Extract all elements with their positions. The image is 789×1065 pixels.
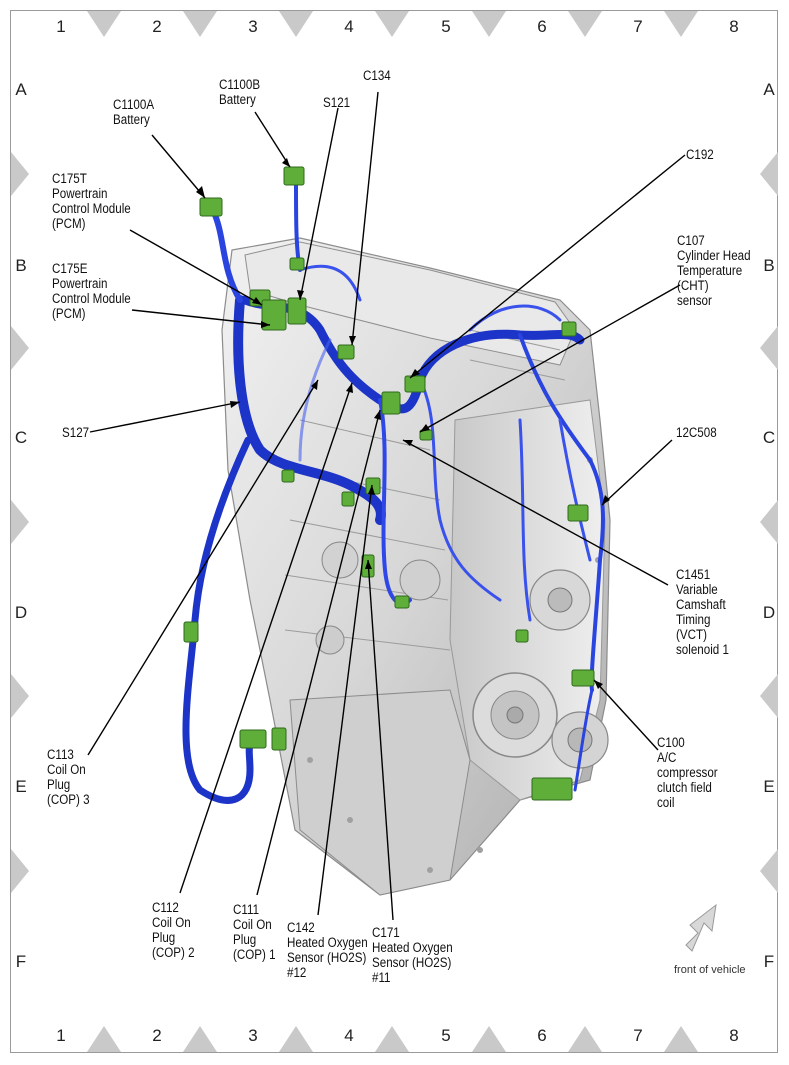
- row-label-left-B: B: [15, 256, 27, 275]
- front-of-vehicle-label: front of vehicle: [674, 964, 746, 976]
- row-label-right-F: F: [763, 952, 775, 971]
- front-of-vehicle-arrow-icon: [685, 903, 717, 952]
- row-label-left-C: C: [14, 428, 28, 447]
- col-label-bottom-4: 4: [344, 1026, 354, 1045]
- callout-c134: C134: [363, 68, 391, 83]
- grid-marker-bottom: [375, 1026, 409, 1052]
- col-label-top-8: 8: [729, 17, 739, 36]
- grid-marker-left: [11, 152, 29, 196]
- callout-s127: S127: [62, 425, 90, 440]
- engine-block: [221, 237, 611, 896]
- grid-marker-top: [87, 11, 121, 37]
- grid-marker-left: [11, 326, 29, 370]
- grid-marker-bottom: [568, 1026, 602, 1052]
- callout-c1451-vct-solenoid: C1451 Variable Camshaft Timing (VCT) sol…: [676, 567, 729, 657]
- row-label-right-A: A: [763, 80, 775, 99]
- grid-marker-right: [760, 500, 778, 544]
- callout-c112-cop2: C112 Coil On Plug (COP) 2: [152, 900, 195, 960]
- grid-marker-top: [183, 11, 217, 37]
- col-label-top-2: 2: [152, 17, 162, 36]
- row-label-right-C: C: [762, 428, 776, 447]
- col-label-bottom-5: 5: [441, 1026, 451, 1045]
- grid-marker-right: [760, 152, 778, 196]
- col-label-top-1: 1: [56, 17, 66, 36]
- grid-marker-top: [568, 11, 602, 37]
- callout-c111-cop1: C111 Coil On Plug (COP) 1: [233, 902, 276, 962]
- grid-marker-left: [11, 500, 29, 544]
- callout-c113-cop3: C113 Coil On Plug (COP) 3: [47, 747, 90, 807]
- grid-marker-right: [760, 849, 778, 893]
- row-label-right-B: B: [763, 256, 775, 275]
- col-label-top-3: 3: [248, 17, 258, 36]
- grid-marker-left: [11, 849, 29, 893]
- leader-lines: [87, 91, 686, 921]
- grid-marker-top: [279, 11, 313, 37]
- callout-c192: C192: [686, 147, 714, 162]
- row-label-left-D: D: [14, 603, 28, 622]
- grid-marker-top: [664, 11, 698, 37]
- grid-marker-top: [375, 11, 409, 37]
- col-label-bottom-6: 6: [537, 1026, 547, 1045]
- callout-c107-cht-sensor: C107 Cylinder Head Temperature (CHT) sen…: [677, 233, 751, 308]
- callout-c100-ac-clutch: C100 A/C compressor clutch field coil: [657, 735, 718, 810]
- callout-12c508: 12C508: [676, 425, 717, 440]
- col-label-bottom-8: 8: [729, 1026, 739, 1045]
- grid-marker-right: [760, 326, 778, 370]
- connectors: [183, 166, 595, 801]
- grid-marker-right: [760, 674, 778, 718]
- leader-arrowheads: [196, 158, 610, 689]
- col-label-bottom-3: 3: [248, 1026, 258, 1045]
- col-label-bottom-1: 1: [56, 1026, 66, 1045]
- col-label-top-4: 4: [344, 17, 354, 36]
- grid-marker-left: [11, 674, 29, 718]
- row-label-right-D: D: [762, 603, 776, 622]
- col-label-bottom-7: 7: [633, 1026, 643, 1045]
- grid-marker-top: [472, 11, 506, 37]
- callout-c1100b-battery: C1100B Battery: [219, 77, 261, 107]
- col-label-bottom-2: 2: [152, 1026, 162, 1045]
- grid-marker-bottom: [664, 1026, 698, 1052]
- row-label-left-E: E: [15, 777, 27, 796]
- wiring-harness: [182, 183, 605, 804]
- row-label-right-E: E: [763, 777, 775, 796]
- row-label-left-F: F: [15, 952, 27, 971]
- row-label-left-A: A: [15, 80, 27, 99]
- callout-c171-ho2s-11: C171 Heated Oxygen Sensor (HO2S) #11: [372, 925, 453, 985]
- col-label-top-5: 5: [441, 17, 451, 36]
- callout-c175t-pcm: C175T Powertrain Control Module (PCM): [52, 171, 131, 231]
- grid-marker-bottom: [279, 1026, 313, 1052]
- grid-marker-bottom: [472, 1026, 506, 1052]
- callout-c175e-pcm: C175E Powertrain Control Module (PCM): [52, 261, 131, 321]
- col-label-top-6: 6: [537, 17, 547, 36]
- callout-c142-ho2s-12: C142 Heated Oxygen Sensor (HO2S) #12: [287, 920, 368, 980]
- callout-c1100a-battery: C1100A Battery: [113, 97, 155, 127]
- grid-marker-bottom: [183, 1026, 217, 1052]
- col-label-top-7: 7: [633, 17, 643, 36]
- grid-marker-bottom: [87, 1026, 121, 1052]
- callout-s121: S121: [323, 95, 351, 110]
